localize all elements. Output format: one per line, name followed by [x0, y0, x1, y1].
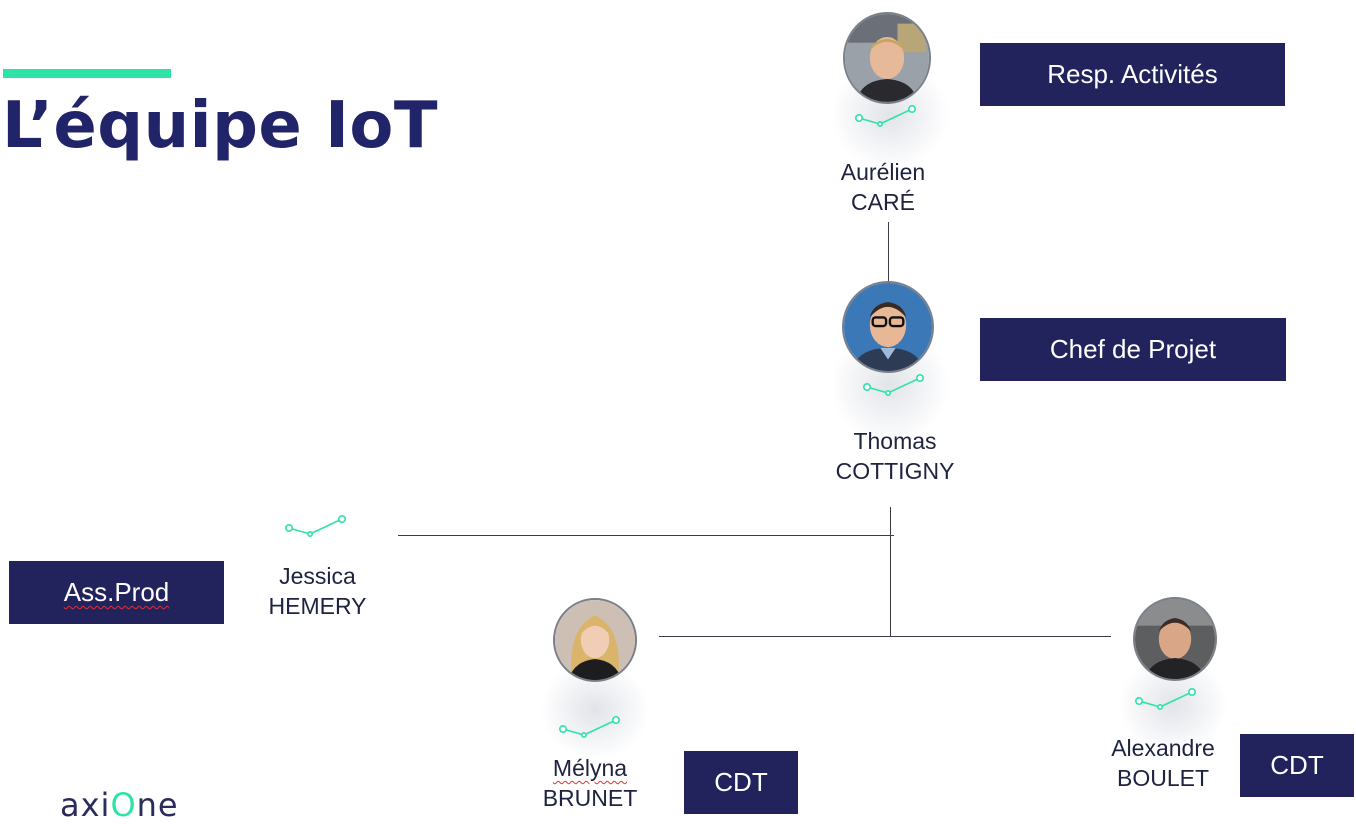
person-photo-icon — [844, 283, 932, 371]
person-photo-icon — [845, 14, 929, 102]
last-name: CARÉ — [851, 189, 915, 215]
role-badge-cdt: CDT — [1240, 734, 1354, 797]
connector-cdt-branch — [659, 636, 1111, 637]
role-label: Ass.Prod — [63, 577, 170, 607]
person-name-melyna: Mélyna BRUNET — [510, 753, 670, 813]
connection-dots-icon — [854, 104, 916, 127]
connection-dots-icon — [284, 514, 346, 537]
avatar-alexandre — [1133, 597, 1217, 681]
avatar-melyna — [553, 598, 637, 682]
role-badge-chef-de-projet: Chef de Projet — [980, 318, 1286, 381]
person-photo-icon — [1135, 599, 1215, 679]
last-name: BOULET — [1116, 765, 1210, 791]
person-name-jessica: Jessica HEMERY — [240, 561, 395, 621]
axione-logo: axiOne — [60, 786, 179, 824]
first-name: Jessica — [279, 563, 356, 589]
connector-aurelien-thomas — [888, 222, 889, 282]
connection-dots-icon — [558, 715, 620, 738]
last-name: COTTIGNY — [835, 458, 955, 484]
last-name: BRUNET — [542, 785, 638, 811]
page-title: L’équipe IoT — [2, 89, 439, 163]
first-name: Alexandre — [1111, 735, 1215, 761]
role-badge-ass-prod: Ass.Prod — [9, 561, 224, 624]
first-name: Thomas — [853, 428, 937, 454]
person-name-thomas: Thomas COTTIGNY — [810, 426, 980, 486]
person-name-alexandre: Alexandre BOULET — [1088, 733, 1238, 793]
role-badge-resp-activites: Resp. Activités — [980, 43, 1285, 106]
connector-thomas-down — [890, 507, 891, 637]
first-name: Mélyna — [552, 755, 628, 781]
person-name-aurelien: Aurélien CARÉ — [808, 157, 958, 217]
avatar-thomas — [842, 281, 934, 373]
connection-dots-icon — [1134, 687, 1196, 710]
role-badge-cdt: CDT — [684, 751, 798, 814]
avatar-aurelien — [843, 12, 931, 104]
person-photo-icon — [555, 600, 635, 680]
first-name: Aurélien — [840, 159, 926, 185]
accent-bar — [3, 69, 171, 78]
connection-dots-icon — [862, 373, 924, 396]
last-name: HEMERY — [268, 593, 367, 619]
connector-jessica — [398, 535, 894, 536]
